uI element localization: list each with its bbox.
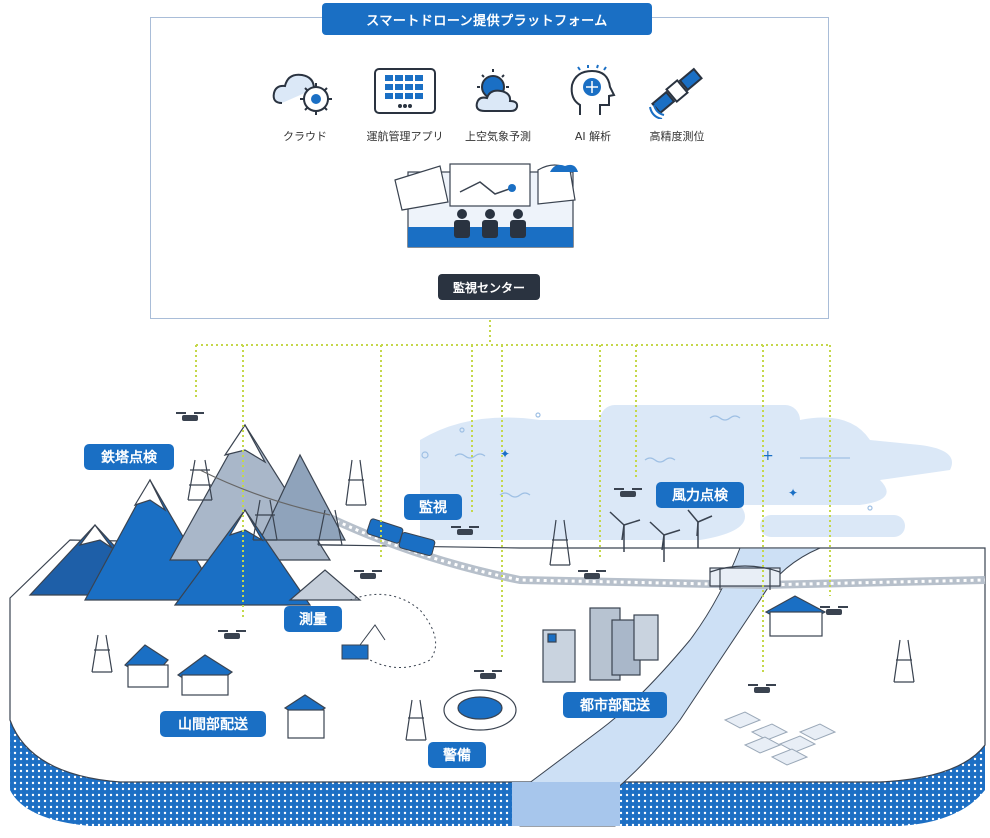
tablet-app-icon (350, 60, 460, 122)
service-label: 運航管理アプリ (366, 130, 444, 143)
sky-clouds (420, 405, 952, 540)
area-tag-wind-inspection: 風力点検 (656, 482, 744, 508)
steel-towers (91, 459, 915, 741)
city-buildings (542, 607, 659, 683)
svg-text:✦: ✦ (788, 486, 798, 500)
mountains (28, 423, 362, 606)
area-tag-monitoring: 監視 (404, 494, 462, 520)
area-tag-survey: 測量 (284, 606, 342, 632)
service-label: 上空気象予測 (465, 130, 531, 143)
service-cloud: クラウド (250, 60, 360, 144)
service-label: 高精度測位 (649, 130, 705, 143)
service-label: クラウド (283, 130, 327, 143)
area-tag-tower-inspection: 鉄塔点検 (84, 444, 174, 470)
weather-icon (443, 60, 553, 122)
monitoring-center-label: 監視センター (438, 274, 540, 300)
wind-turbines (609, 509, 713, 562)
sky-decorations (421, 412, 873, 511)
monitoring-center-illustration (394, 163, 578, 248)
platform-title: スマートドローン提供プラットフォーム (322, 3, 652, 35)
service-ai: AI 解析 (538, 60, 648, 144)
survey-site (341, 593, 437, 668)
houses (124, 595, 827, 739)
service-label: AI 解析 (574, 130, 612, 143)
area-tag-security: 警備 (428, 742, 486, 768)
svg-text:✦: ✦ (500, 447, 510, 461)
area-tag-mountain-delivery: 山間部配送 (160, 711, 266, 737)
stadium (443, 689, 517, 731)
svg-text:+: + (762, 448, 774, 464)
ai-brain-icon (538, 60, 648, 122)
cloud-gear-icon (250, 60, 360, 122)
area-tag-city-delivery: 都市部配送 (563, 692, 667, 718)
connection-lines (195, 300, 831, 672)
bridge (709, 565, 781, 590)
service-weather: 上空気象予測 (443, 60, 553, 144)
train (366, 518, 436, 556)
service-app: 運航管理アプリ (350, 60, 460, 144)
solar-panels (723, 711, 837, 766)
sky-sparkles: ✦ + ✦ (500, 447, 798, 500)
satellite-icon (622, 60, 732, 122)
service-positioning: 高精度測位 (622, 60, 732, 144)
drones (176, 412, 848, 693)
